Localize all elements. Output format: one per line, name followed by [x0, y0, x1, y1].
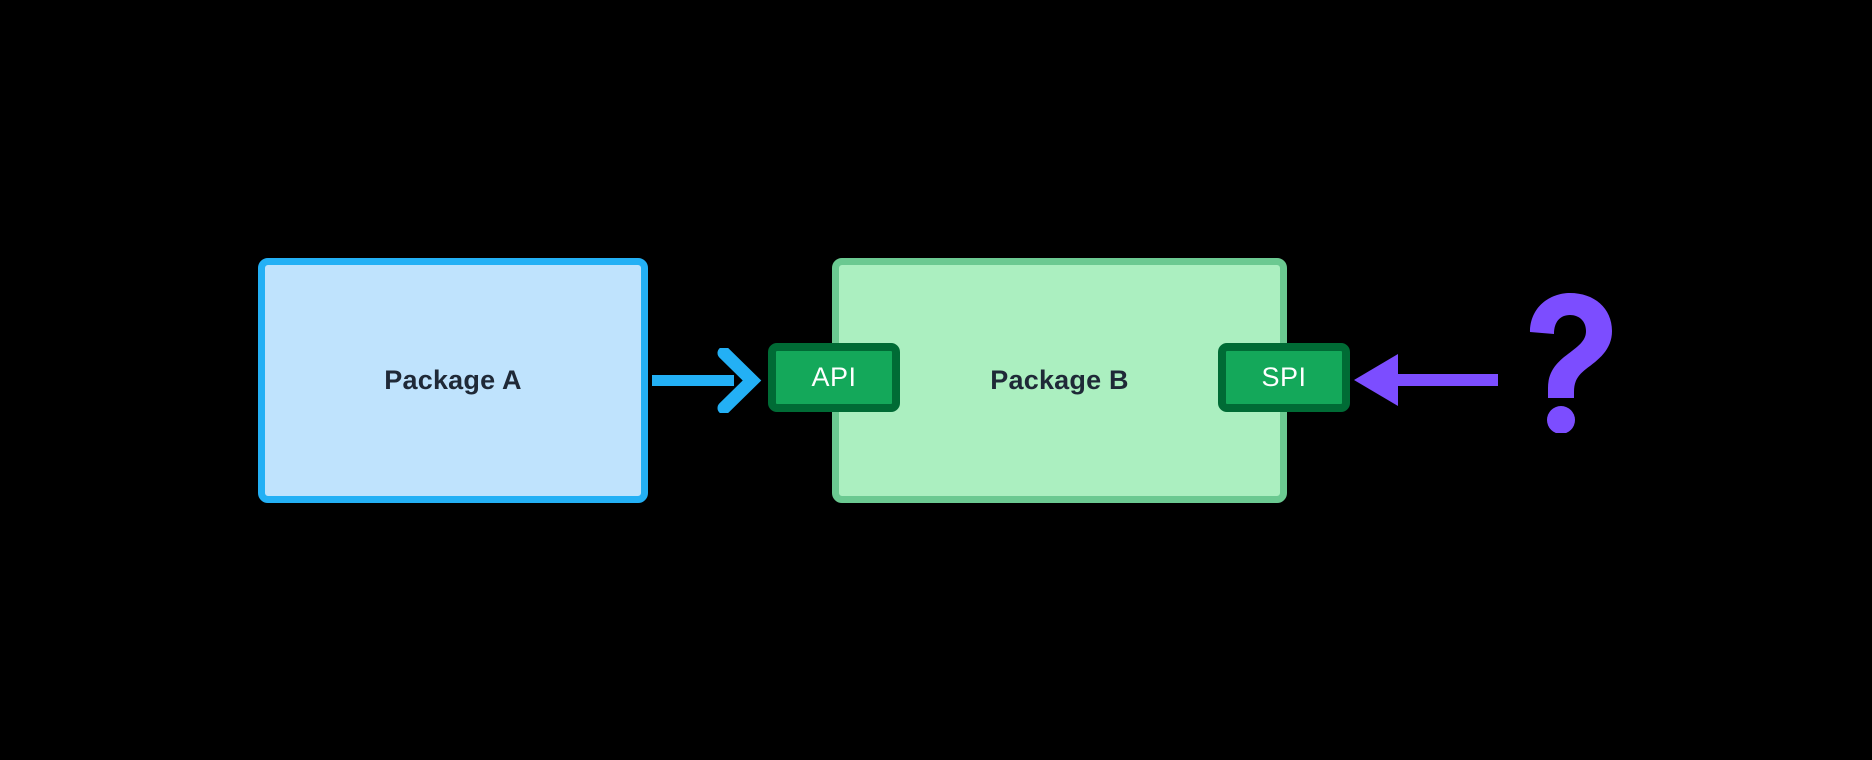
arrow-left-icon: [1354, 354, 1498, 406]
package-a-label: Package A: [384, 365, 522, 395]
api-interface-badge[interactable]: API: [768, 343, 900, 412]
package-b-label: Package B: [990, 365, 1129, 395]
spi-badge-label: SPI: [1261, 362, 1307, 392]
package-a-node[interactable]: Package A: [258, 258, 648, 503]
spi-interface-badge[interactable]: SPI: [1218, 343, 1350, 412]
arrow-right-icon: [652, 348, 762, 413]
question-mark-icon: [1510, 288, 1620, 433]
api-badge-label: API: [811, 362, 857, 392]
